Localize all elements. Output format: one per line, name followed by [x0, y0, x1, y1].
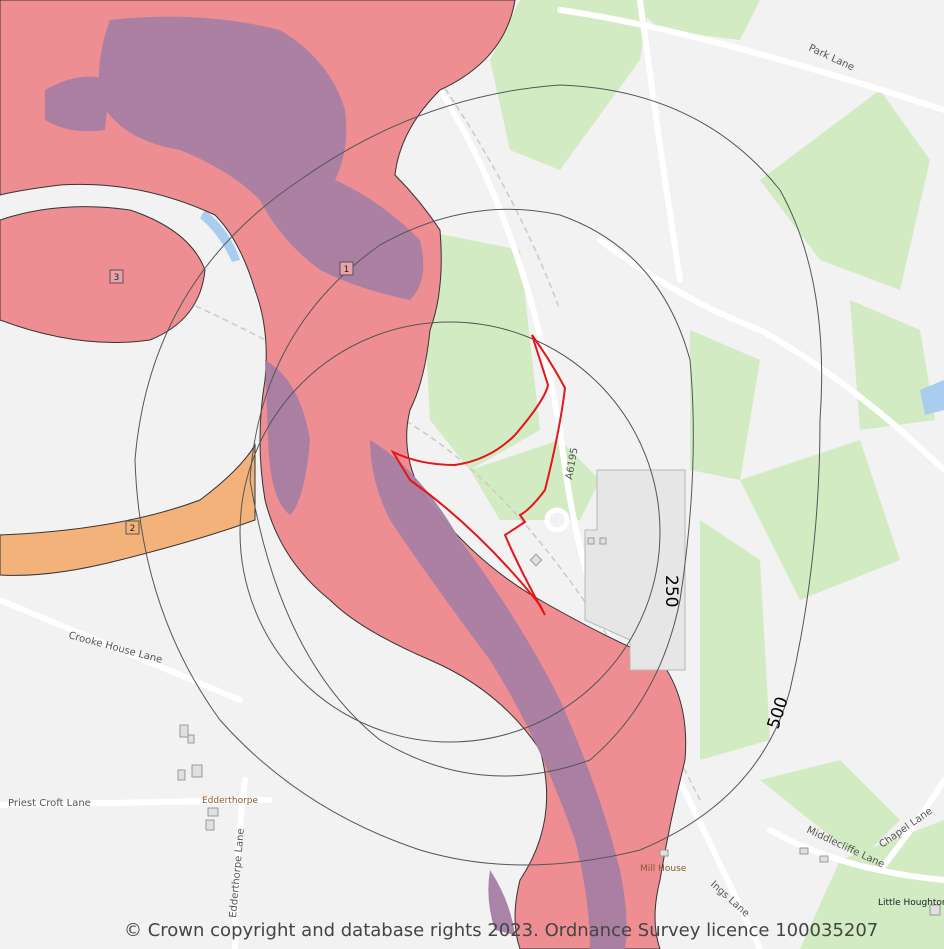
place-label-mill-house: Mill House	[640, 864, 687, 874]
flood-zone-2	[0, 443, 256, 576]
small-buildings	[177, 537, 941, 916]
buffer-ring-inner	[239, 321, 661, 743]
svg-text:2: 2	[130, 524, 136, 534]
site-boundary[interactable]	[390, 334, 567, 616]
roundabout	[544, 507, 570, 533]
buffer-label-250: 250	[661, 575, 681, 607]
zone-marker-3[interactable]: 3	[109, 269, 124, 284]
buffer-ring-500	[134, 84, 823, 866]
flood-zone-1	[0, 0, 687, 949]
zone-marker-2[interactable]: 2	[125, 520, 140, 535]
road-label-crooke-house-lane: Crooke House Lane	[67, 630, 163, 666]
place-label-little-houghton: Little Houghton	[878, 898, 944, 908]
road-label-edderthorpe-lane: Edderthorpe Lane	[228, 828, 247, 918]
buffer-label-500: 500	[764, 695, 793, 732]
flood-zone-3	[0, 206, 206, 343]
buffer-ring-250	[249, 208, 694, 777]
zone-marker-1[interactable]: 1	[339, 261, 354, 276]
buffer-rings	[134, 84, 823, 866]
place-label-edderthorpe: Edderthorpe	[202, 796, 259, 806]
water	[200, 210, 944, 415]
svg-text:1: 1	[344, 265, 350, 275]
road-label-priest-croft-lane: Priest Croft Lane	[8, 798, 91, 809]
flood-zone-deep	[45, 16, 627, 949]
copyright-notice: © Crown copyright and database rights 20…	[124, 920, 879, 941]
svg-text:3: 3	[114, 273, 120, 283]
